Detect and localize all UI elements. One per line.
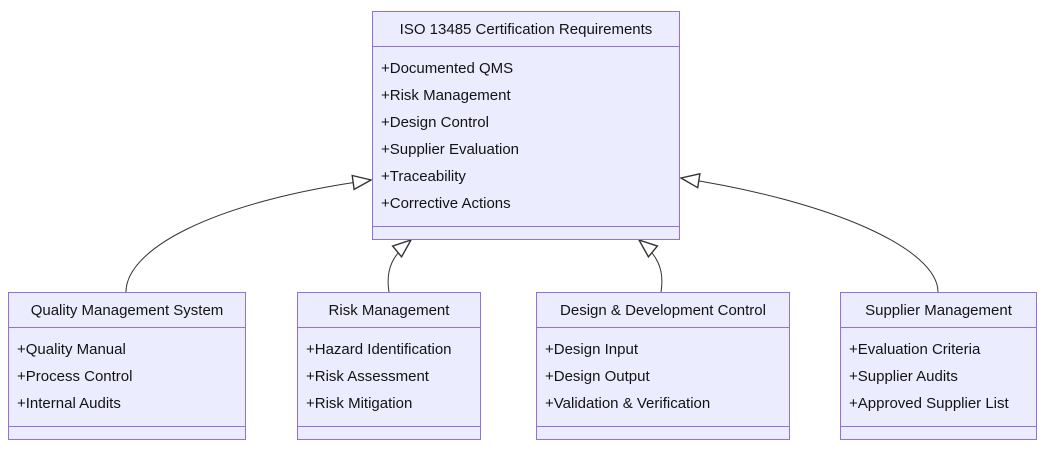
class-attribute: +Supplier Audits (849, 368, 958, 385)
class-attribute: +Design Input (545, 341, 638, 358)
class-attributes: +Hazard Identification +Risk Assessment … (298, 328, 480, 426)
class-attribute: +Validation & Verification (545, 395, 711, 412)
class-attribute: +Approved Supplier List (849, 395, 1009, 412)
class-title: Risk Management (298, 293, 480, 328)
class-attribute: +Process Control (17, 368, 133, 385)
class-methods-empty (373, 226, 679, 239)
class-node-design-development-control: Design & Development Control +Design Inp… (536, 292, 790, 440)
class-methods-empty (841, 426, 1036, 439)
class-attributes: +Design Input +Design Output +Validation… (537, 328, 789, 426)
class-attribute: +Quality Manual (17, 341, 126, 358)
class-node-iso-13485: ISO 13485 Certification Requirements +Do… (372, 11, 680, 240)
class-title: ISO 13485 Certification Requirements (373, 12, 679, 47)
inheritance-arrow-qms-to-iso (125, 180, 371, 293)
class-methods-empty (9, 426, 245, 439)
class-node-risk-management: Risk Management +Hazard Identification +… (297, 292, 481, 440)
class-node-supplier-management: Supplier Management +Evaluation Criteria… (840, 292, 1037, 440)
inheritance-arrow-ddc-to-iso (639, 240, 663, 293)
class-attribute: +Risk Mitigation (306, 395, 413, 412)
class-attribute: +Hazard Identification (306, 341, 452, 358)
class-attribute: +Design Control (381, 114, 489, 131)
class-attribute: +Evaluation Criteria (849, 341, 981, 358)
class-attributes: +Documented QMS +Risk Management +Design… (373, 47, 679, 226)
class-attribute: +Supplier Evaluation (381, 141, 520, 158)
inheritance-arrow-supplier-to-iso (681, 178, 939, 293)
class-title: Quality Management System (9, 293, 245, 328)
class-attributes: +Evaluation Criteria +Supplier Audits +A… (841, 328, 1036, 426)
class-attribute: +Internal Audits (17, 395, 121, 412)
class-attribute: +Design Output (545, 368, 650, 385)
class-methods-empty (537, 426, 789, 439)
class-title: Supplier Management (841, 293, 1036, 328)
class-attributes: +Quality Manual +Process Control +Intern… (9, 328, 245, 426)
class-attribute: +Risk Management (381, 87, 511, 104)
class-attribute: +Corrective Actions (381, 195, 511, 212)
class-attribute: +Risk Assessment (306, 368, 429, 385)
inheritance-arrow-risk-to-iso (387, 240, 411, 293)
class-methods-empty (298, 426, 480, 439)
class-title: Design & Development Control (537, 293, 789, 328)
class-attribute: +Traceability (381, 168, 466, 185)
class-node-quality-management-system: Quality Management System +Quality Manua… (8, 292, 246, 440)
class-attribute: +Documented QMS (381, 60, 514, 77)
